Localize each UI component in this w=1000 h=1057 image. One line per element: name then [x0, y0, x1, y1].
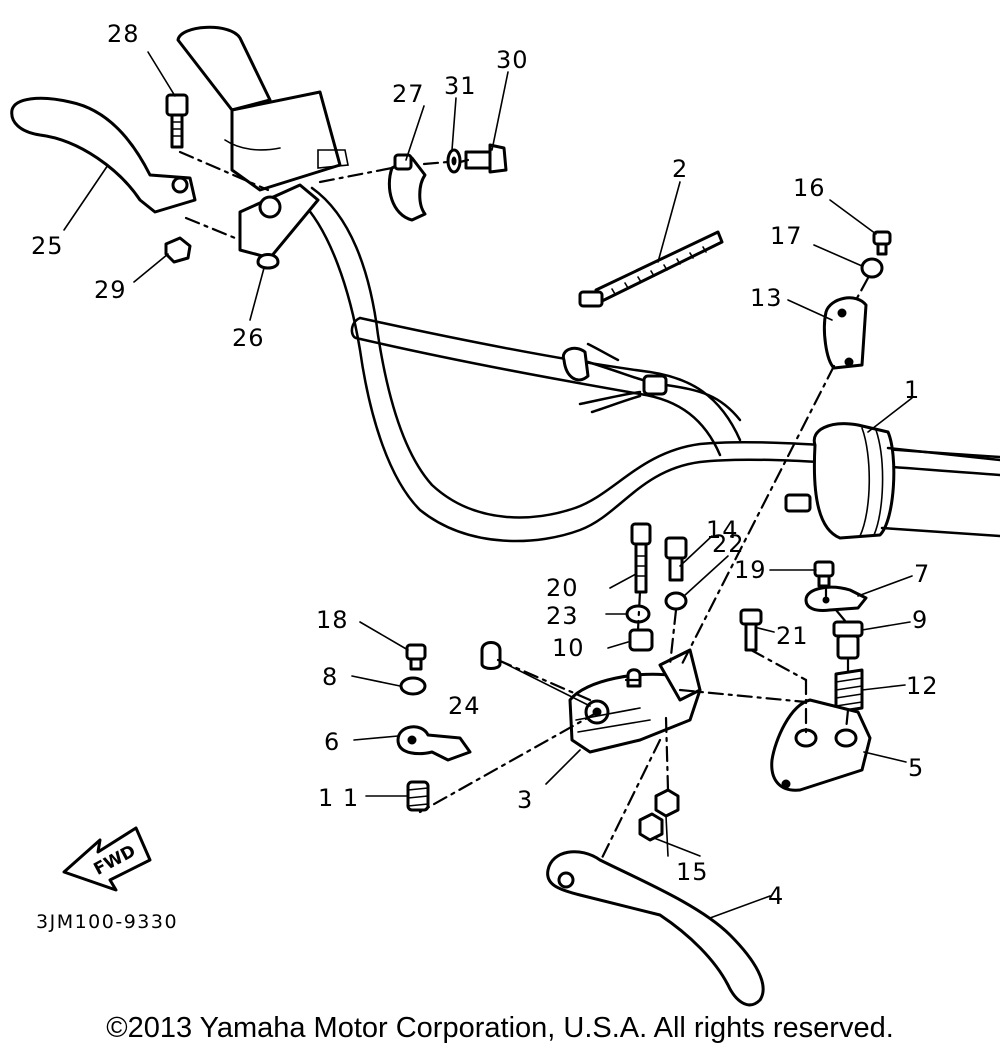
callout-25: 25: [31, 232, 64, 260]
nut-29: [164, 236, 192, 264]
clamp-13: [822, 296, 868, 370]
callout-13: 13: [750, 284, 783, 312]
callout-18: 18: [316, 606, 349, 634]
callout-20: 20: [546, 574, 579, 602]
diagram-code: 3JM100-9330: [36, 911, 178, 933]
clutch-lever: [10, 96, 197, 214]
washer-17: [860, 257, 884, 279]
callout-14: 14: [706, 516, 739, 544]
bolt-20: [630, 522, 652, 594]
bolt-30: [464, 143, 508, 174]
lever-holder-3: [568, 648, 702, 754]
callout-6: 6: [324, 728, 340, 756]
assembly-lines: [178, 150, 870, 864]
callout-28: 28: [107, 20, 140, 48]
callout-15: 15: [676, 858, 709, 886]
bushing-10: [628, 628, 654, 652]
handlebar: [298, 186, 1000, 543]
callout-1: 1: [904, 376, 920, 404]
wire-harness: [561, 342, 742, 422]
washer-22: [664, 591, 688, 611]
washer-8: [399, 676, 427, 696]
callout-10: 10: [552, 634, 585, 662]
clamp-27: [387, 153, 427, 222]
callout-5: 5: [908, 754, 924, 782]
callout-21: 21: [776, 622, 809, 650]
fwd-arrow-icon: FWD: [62, 826, 152, 892]
callouts: 28 27 31 30 25 29 26 2 16 17 13 1 14 22 …: [31, 20, 939, 910]
cable-tie-2: [578, 230, 724, 308]
callout-2: 2: [672, 155, 688, 183]
callout-31: 31: [444, 72, 477, 100]
callout-8: 8: [322, 663, 338, 691]
screw-19: [813, 560, 835, 588]
plunger-9: [832, 620, 864, 660]
callout-12: 12: [906, 672, 939, 700]
screw-16: [872, 230, 892, 256]
plate-7: [804, 585, 868, 612]
callout-16: 16: [793, 174, 826, 202]
callout-19: 19: [734, 556, 767, 584]
callout-23: 23: [546, 602, 579, 630]
callout-11: 1 1: [318, 784, 359, 812]
switch-housing-5: [770, 698, 872, 792]
switch-assembly-1: [784, 422, 1000, 540]
spring-12: [834, 668, 864, 714]
copyright-notice: ©2013 Yamaha Motor Corporation, U.S.A. A…: [106, 1012, 894, 1044]
callout-29: 29: [94, 276, 127, 304]
callout-26: 26: [232, 324, 265, 352]
leader-lines: [63, 51, 913, 919]
spring-11: [406, 780, 430, 812]
callout-9: 9: [912, 606, 928, 634]
cap-24: [480, 641, 502, 670]
callout-22: 22: [712, 530, 745, 558]
clutch-lever-holder: [238, 183, 320, 270]
screw-18: [405, 643, 427, 671]
bolt-14: [664, 536, 688, 582]
callout-4: 4: [768, 882, 784, 910]
callout-7: 7: [914, 560, 930, 588]
left-grip: [176, 25, 349, 192]
callout-27: 27: [392, 80, 425, 108]
bolt-28: [165, 93, 189, 149]
bolt-21: [739, 608, 763, 652]
callout-30: 30: [496, 46, 529, 74]
callout-3: 3: [517, 786, 533, 814]
washer-31: [446, 148, 462, 174]
plate-6: [396, 725, 472, 762]
callout-24: 24: [448, 692, 481, 720]
nut-15: [638, 788, 680, 842]
callout-17: 17: [770, 222, 803, 250]
brake-lever-4: [546, 850, 765, 1007]
